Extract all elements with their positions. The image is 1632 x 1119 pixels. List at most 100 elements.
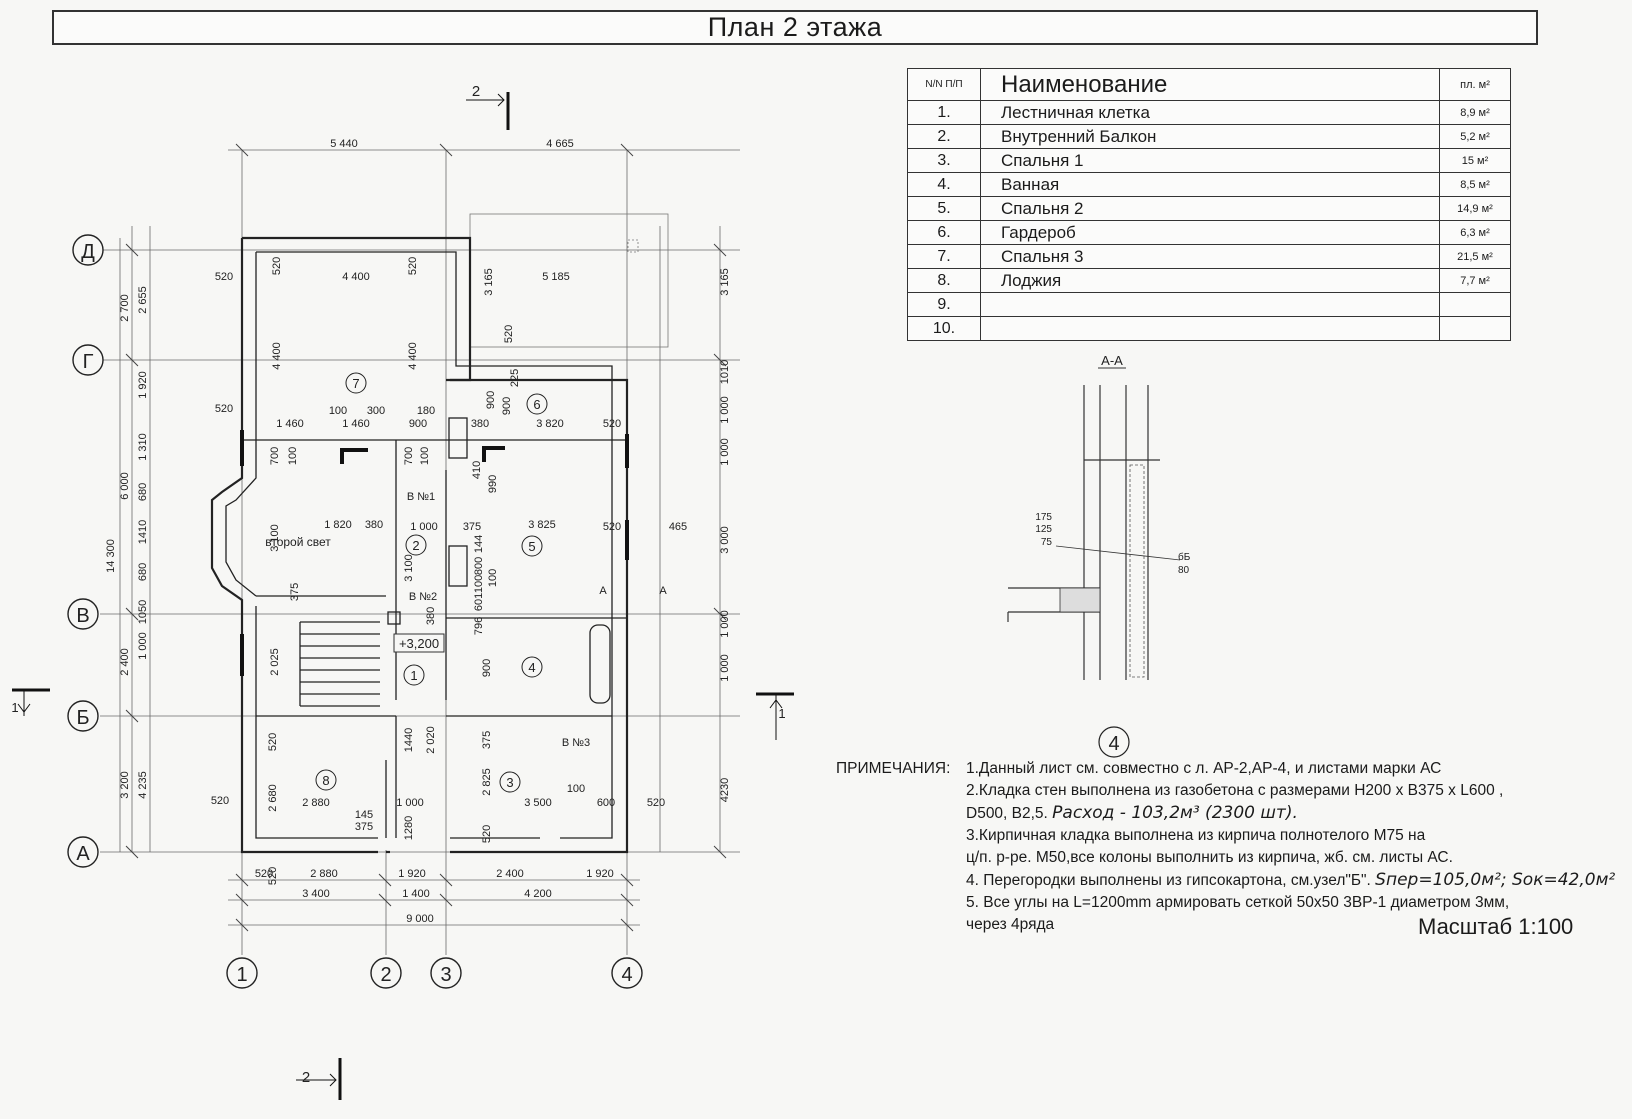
row-name: Гардероб bbox=[980, 220, 1440, 245]
note-consumption: Расход - 103,2м³ (2300 шт). bbox=[1052, 803, 1298, 823]
dim-right-5: 3 000 bbox=[719, 526, 731, 554]
dim-right-2: 1010 bbox=[719, 360, 731, 384]
dim-bottom2-1: 3 400 bbox=[302, 888, 330, 900]
section-mark-1-right: 1 bbox=[778, 706, 785, 721]
bv-2: В №2 bbox=[409, 591, 437, 603]
dim-left-9: 2 400 bbox=[119, 648, 131, 676]
room-marker-8: 8 bbox=[322, 773, 329, 788]
table-row: 10. bbox=[907, 316, 1511, 341]
dim-left-1: 2 700 bbox=[119, 294, 131, 322]
room-marker-7: 7 bbox=[352, 376, 359, 391]
dim-misc-8: 900 bbox=[501, 397, 513, 415]
dim-rb-7: 465 bbox=[669, 521, 687, 533]
dim-left-3: 1 310 bbox=[137, 433, 149, 461]
section-mark-2-top: 2 bbox=[472, 83, 480, 100]
dim-left-inner-3: 14 300 bbox=[105, 539, 117, 573]
dim-rb-4: 375 bbox=[463, 521, 481, 533]
dim-misc-36: 100 bbox=[567, 783, 585, 795]
dim-right-1: 3 165 bbox=[719, 268, 731, 296]
note-line: 1.Данный лист см. совместно с л. АР-2,АР… bbox=[966, 760, 1442, 777]
axis-label-v: В bbox=[76, 605, 89, 627]
bv-3: В №3 bbox=[562, 737, 590, 749]
dim-r7-1: 4 400 bbox=[342, 271, 370, 283]
dim-misc-39: 520 bbox=[267, 867, 279, 885]
dim-misc-12: 375 bbox=[289, 583, 301, 601]
dim-r7-8: 520 bbox=[407, 257, 419, 275]
dim-misc-3: 700 bbox=[403, 447, 415, 465]
row-area bbox=[1439, 316, 1511, 341]
dim-left-7: 1050 bbox=[137, 600, 149, 624]
dim-misc-5: 410 bbox=[471, 461, 483, 479]
dim-misc-17: 100 bbox=[473, 575, 485, 593]
dim-misc-9: 225 bbox=[509, 369, 521, 387]
axis-label-3: 3 bbox=[440, 964, 451, 986]
dim-r7-9: 520 bbox=[503, 325, 515, 343]
dim-ra-7: 900 bbox=[409, 418, 427, 430]
room-marker-5: 5 bbox=[528, 539, 535, 554]
dim-bottom1-2: 2 880 bbox=[310, 868, 338, 880]
dim-left-inner-4: 4 235 bbox=[137, 771, 149, 799]
room-marker-4: 4 bbox=[528, 660, 535, 675]
dim-misc-29: 1280 bbox=[403, 816, 415, 840]
dim-bottom2-3: 4 200 bbox=[524, 888, 552, 900]
row-area: 7,7 м² bbox=[1439, 268, 1511, 293]
room-marker-3: 3 bbox=[506, 775, 513, 790]
axis-label-d: Д bbox=[81, 241, 95, 263]
axis-label-4: 4 bbox=[621, 964, 632, 986]
section-mark-1-left: 1 bbox=[11, 700, 18, 715]
note-fragment: 4. Перегородки выполнены из гипсокартона… bbox=[966, 872, 1371, 889]
dim-misc-6: 990 bbox=[487, 475, 499, 493]
note-line: ц/п. р-ре. М50,все колоны выполнить из к… bbox=[966, 849, 1453, 866]
row-num: 3. bbox=[907, 148, 981, 173]
dim-top-2: 4 665 bbox=[546, 138, 574, 150]
dim-ra-2: 1 460 bbox=[276, 418, 304, 430]
dim-bottom1-1: 520 bbox=[255, 868, 273, 880]
note-fragment: D500, B2,5. bbox=[966, 805, 1048, 822]
dim-r7-3: 520 bbox=[271, 257, 283, 275]
axis-label-1: 1 bbox=[236, 964, 247, 986]
row-num: 10. bbox=[907, 316, 981, 341]
col-header-num: N/N П/П bbox=[907, 68, 981, 101]
dim-misc-32: 520 bbox=[211, 795, 229, 807]
dim-bottom1-4: 2 400 bbox=[496, 868, 524, 880]
table-row: 9. bbox=[907, 292, 1511, 317]
dim-misc-21: 900 bbox=[481, 659, 493, 677]
dim-left-inner-1: 2 655 bbox=[137, 286, 149, 314]
row-name: Лоджия bbox=[980, 268, 1440, 293]
row-num: 4. bbox=[907, 172, 981, 197]
dim-ra-5: 1 460 bbox=[342, 418, 370, 430]
row-name: Спальня 3 bbox=[980, 244, 1440, 269]
dim-top-1: 5 440 bbox=[330, 138, 358, 150]
dim-right-7: 1 000 bbox=[719, 654, 731, 682]
room-marker-2: 2 bbox=[412, 538, 419, 553]
row-area: 5,2 м² bbox=[1439, 124, 1511, 149]
dim-bottom-total: 9 000 bbox=[406, 913, 434, 925]
dim-misc-30: 2 680 bbox=[267, 784, 279, 812]
axis-label-2: 2 bbox=[380, 964, 391, 986]
second-light-label: второй свет bbox=[265, 535, 331, 549]
dim-misc-28: 375 bbox=[355, 821, 373, 833]
dim-ra-6: 180 bbox=[417, 405, 435, 417]
axis-label-a: А bbox=[76, 843, 90, 865]
row-area: 15 м² bbox=[1439, 148, 1511, 173]
dim-left-2: 1 920 bbox=[137, 371, 149, 399]
dim-r7-7: 4 400 bbox=[407, 342, 419, 370]
dim-misc-33: 2 880 bbox=[302, 797, 330, 809]
room-schedule-table: N/N П/П Наименование пл. м² 1.Лестничная… bbox=[907, 68, 1511, 341]
dim-right-8: 4230 bbox=[719, 778, 731, 802]
row-name: Внутренний Балкон bbox=[980, 124, 1440, 149]
dim-left-6: 680 bbox=[137, 563, 149, 581]
row-name bbox=[980, 292, 1440, 317]
dim-misc-25: 2 825 bbox=[481, 768, 493, 796]
row-name: Спальня 1 bbox=[980, 148, 1440, 173]
dim-misc-35: 3 500 bbox=[524, 797, 552, 809]
dim-r7-6: 4 400 bbox=[271, 342, 283, 370]
bv-1: В №1 bbox=[407, 491, 435, 503]
dim-misc-22: 2 020 bbox=[425, 726, 437, 754]
dim-misc-11: 3 100 bbox=[403, 554, 415, 582]
section-mark-a-left: А bbox=[599, 585, 607, 597]
